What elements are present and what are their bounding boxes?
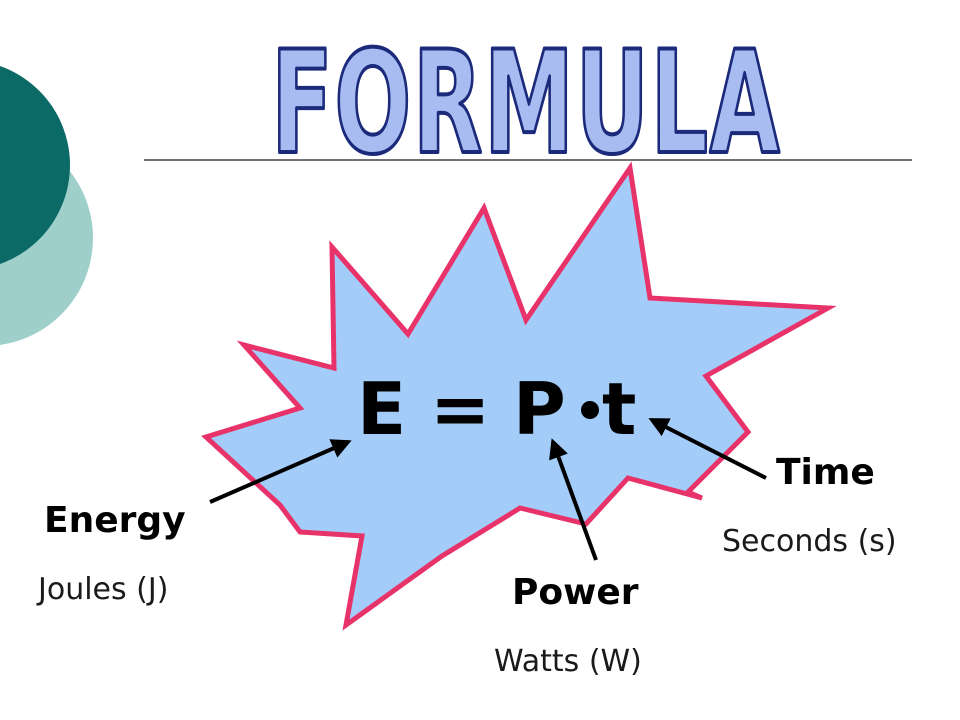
time-arrow-icon	[648, 418, 767, 480]
slide-title: FORMULA	[271, 21, 781, 186]
dark-teal-circle	[0, 66, 70, 264]
energy-label: Energy	[44, 500, 186, 541]
energy-unit: Joules (J)	[38, 572, 169, 607]
power-label: Power	[512, 572, 639, 613]
multiplication-dot-icon	[581, 401, 599, 419]
explosion-burst	[201, 161, 837, 631]
formula-time-symbol: t	[602, 367, 636, 451]
formula-equals: =	[430, 367, 490, 451]
formula-lhs: E	[357, 367, 406, 451]
power-unit: Watts (W)	[494, 644, 642, 679]
time-unit: Seconds (s)	[722, 524, 897, 559]
energy-arrow-icon	[209, 439, 352, 504]
time-label: Time	[776, 452, 875, 493]
formula-power-symbol: P	[513, 367, 566, 451]
power-arrow-icon	[549, 438, 598, 561]
